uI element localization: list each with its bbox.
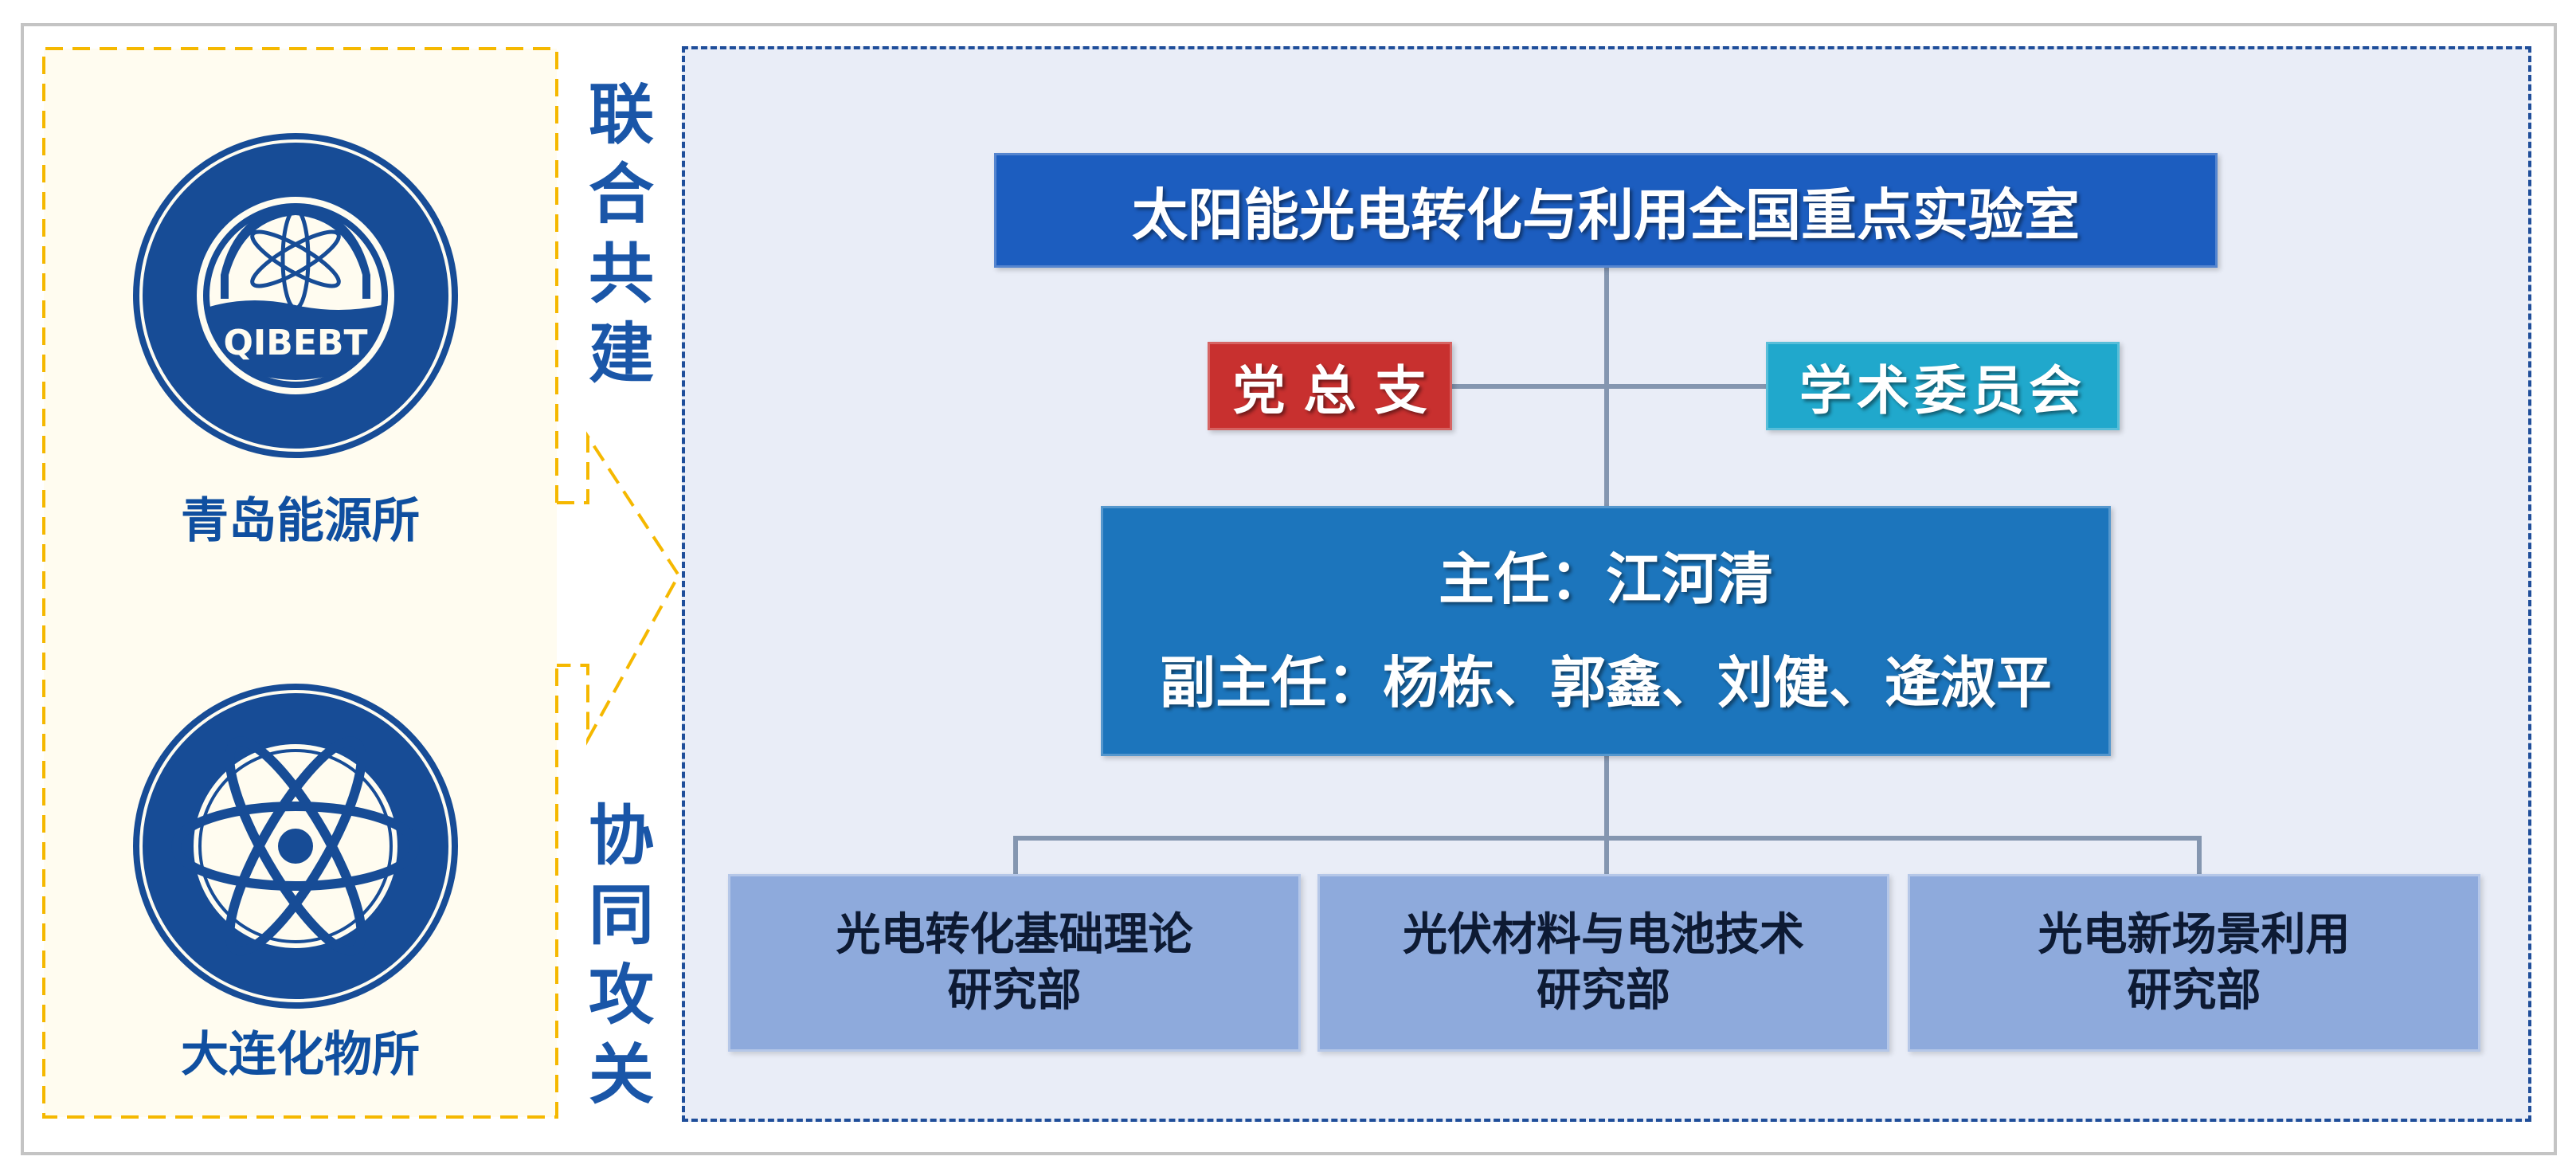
joint-build-label: 联 合 共 建 (581, 76, 661, 394)
connector-director-depts (1604, 756, 1609, 841)
connector-dept-2 (1604, 836, 1609, 876)
dept-box-theory: 光电转化基础理论 研究部 (728, 874, 1301, 1052)
collaborate-label: 协 同 攻 关 (581, 797, 661, 1115)
connector-dept-3 (2197, 836, 2202, 876)
director-line: 主任：江河清 (1439, 547, 1773, 612)
joint-char: 联 (588, 77, 654, 153)
connector-party-academic (1452, 384, 1766, 389)
joint-char: 共 (588, 237, 654, 312)
dept-box-pv-materials: 光伏材料与电池技术 研究部 (1317, 874, 1889, 1052)
dept-suffix: 研究部 (947, 964, 1082, 1017)
dept-suffix: 研究部 (2127, 964, 2261, 1017)
connector-dept-1 (1013, 836, 1018, 876)
collab-char: 攻 (588, 958, 654, 1033)
director-box: 主任：江河清 副主任：杨栋、郭鑫、刘健、逄淑平 (1101, 506, 2111, 756)
institute-name-qingdao: 青岛能源所 (181, 493, 420, 549)
party-branch-box: 党 总 支 (1208, 342, 1452, 430)
collab-char: 关 (588, 1037, 654, 1113)
lab-title-box: 太阳能光电转化与利用全国重点实验室 (994, 153, 2218, 268)
qibebt-logo-text: QIBEBT (224, 323, 368, 363)
collab-char: 协 (588, 798, 654, 874)
collab-char: 同 (588, 878, 654, 954)
lab-title: 太阳能光电转化与利用全国重点实验室 (1132, 182, 2080, 248)
joint-char: 合 (588, 157, 654, 233)
joint-char: 建 (588, 316, 654, 392)
party-branch-label: 党 总 支 (1232, 359, 1427, 421)
outer-frame (21, 23, 2557, 1155)
dept-box-new-scenarios: 光电新场景利用 研究部 (1908, 874, 2480, 1052)
dept-suffix: 研究部 (1537, 964, 1670, 1017)
academic-committee-box: 学术委员会 (1766, 342, 2120, 430)
dept-name: 光电新场景利用 (2038, 908, 2351, 961)
qibebt-logo: QIBEBT (133, 133, 458, 458)
institute-name-dalian: 大连化物所 (181, 1027, 420, 1083)
deputy-director-line: 副主任：杨栋、郭鑫、刘健、逄淑平 (1160, 650, 2052, 715)
dept-name: 光电转化基础理论 (836, 908, 1193, 961)
academic-committee-label: 学术委员会 (1799, 359, 2086, 421)
dept-name: 光伏材料与电池技术 (1403, 908, 1804, 961)
dicp-logo (133, 684, 458, 1009)
